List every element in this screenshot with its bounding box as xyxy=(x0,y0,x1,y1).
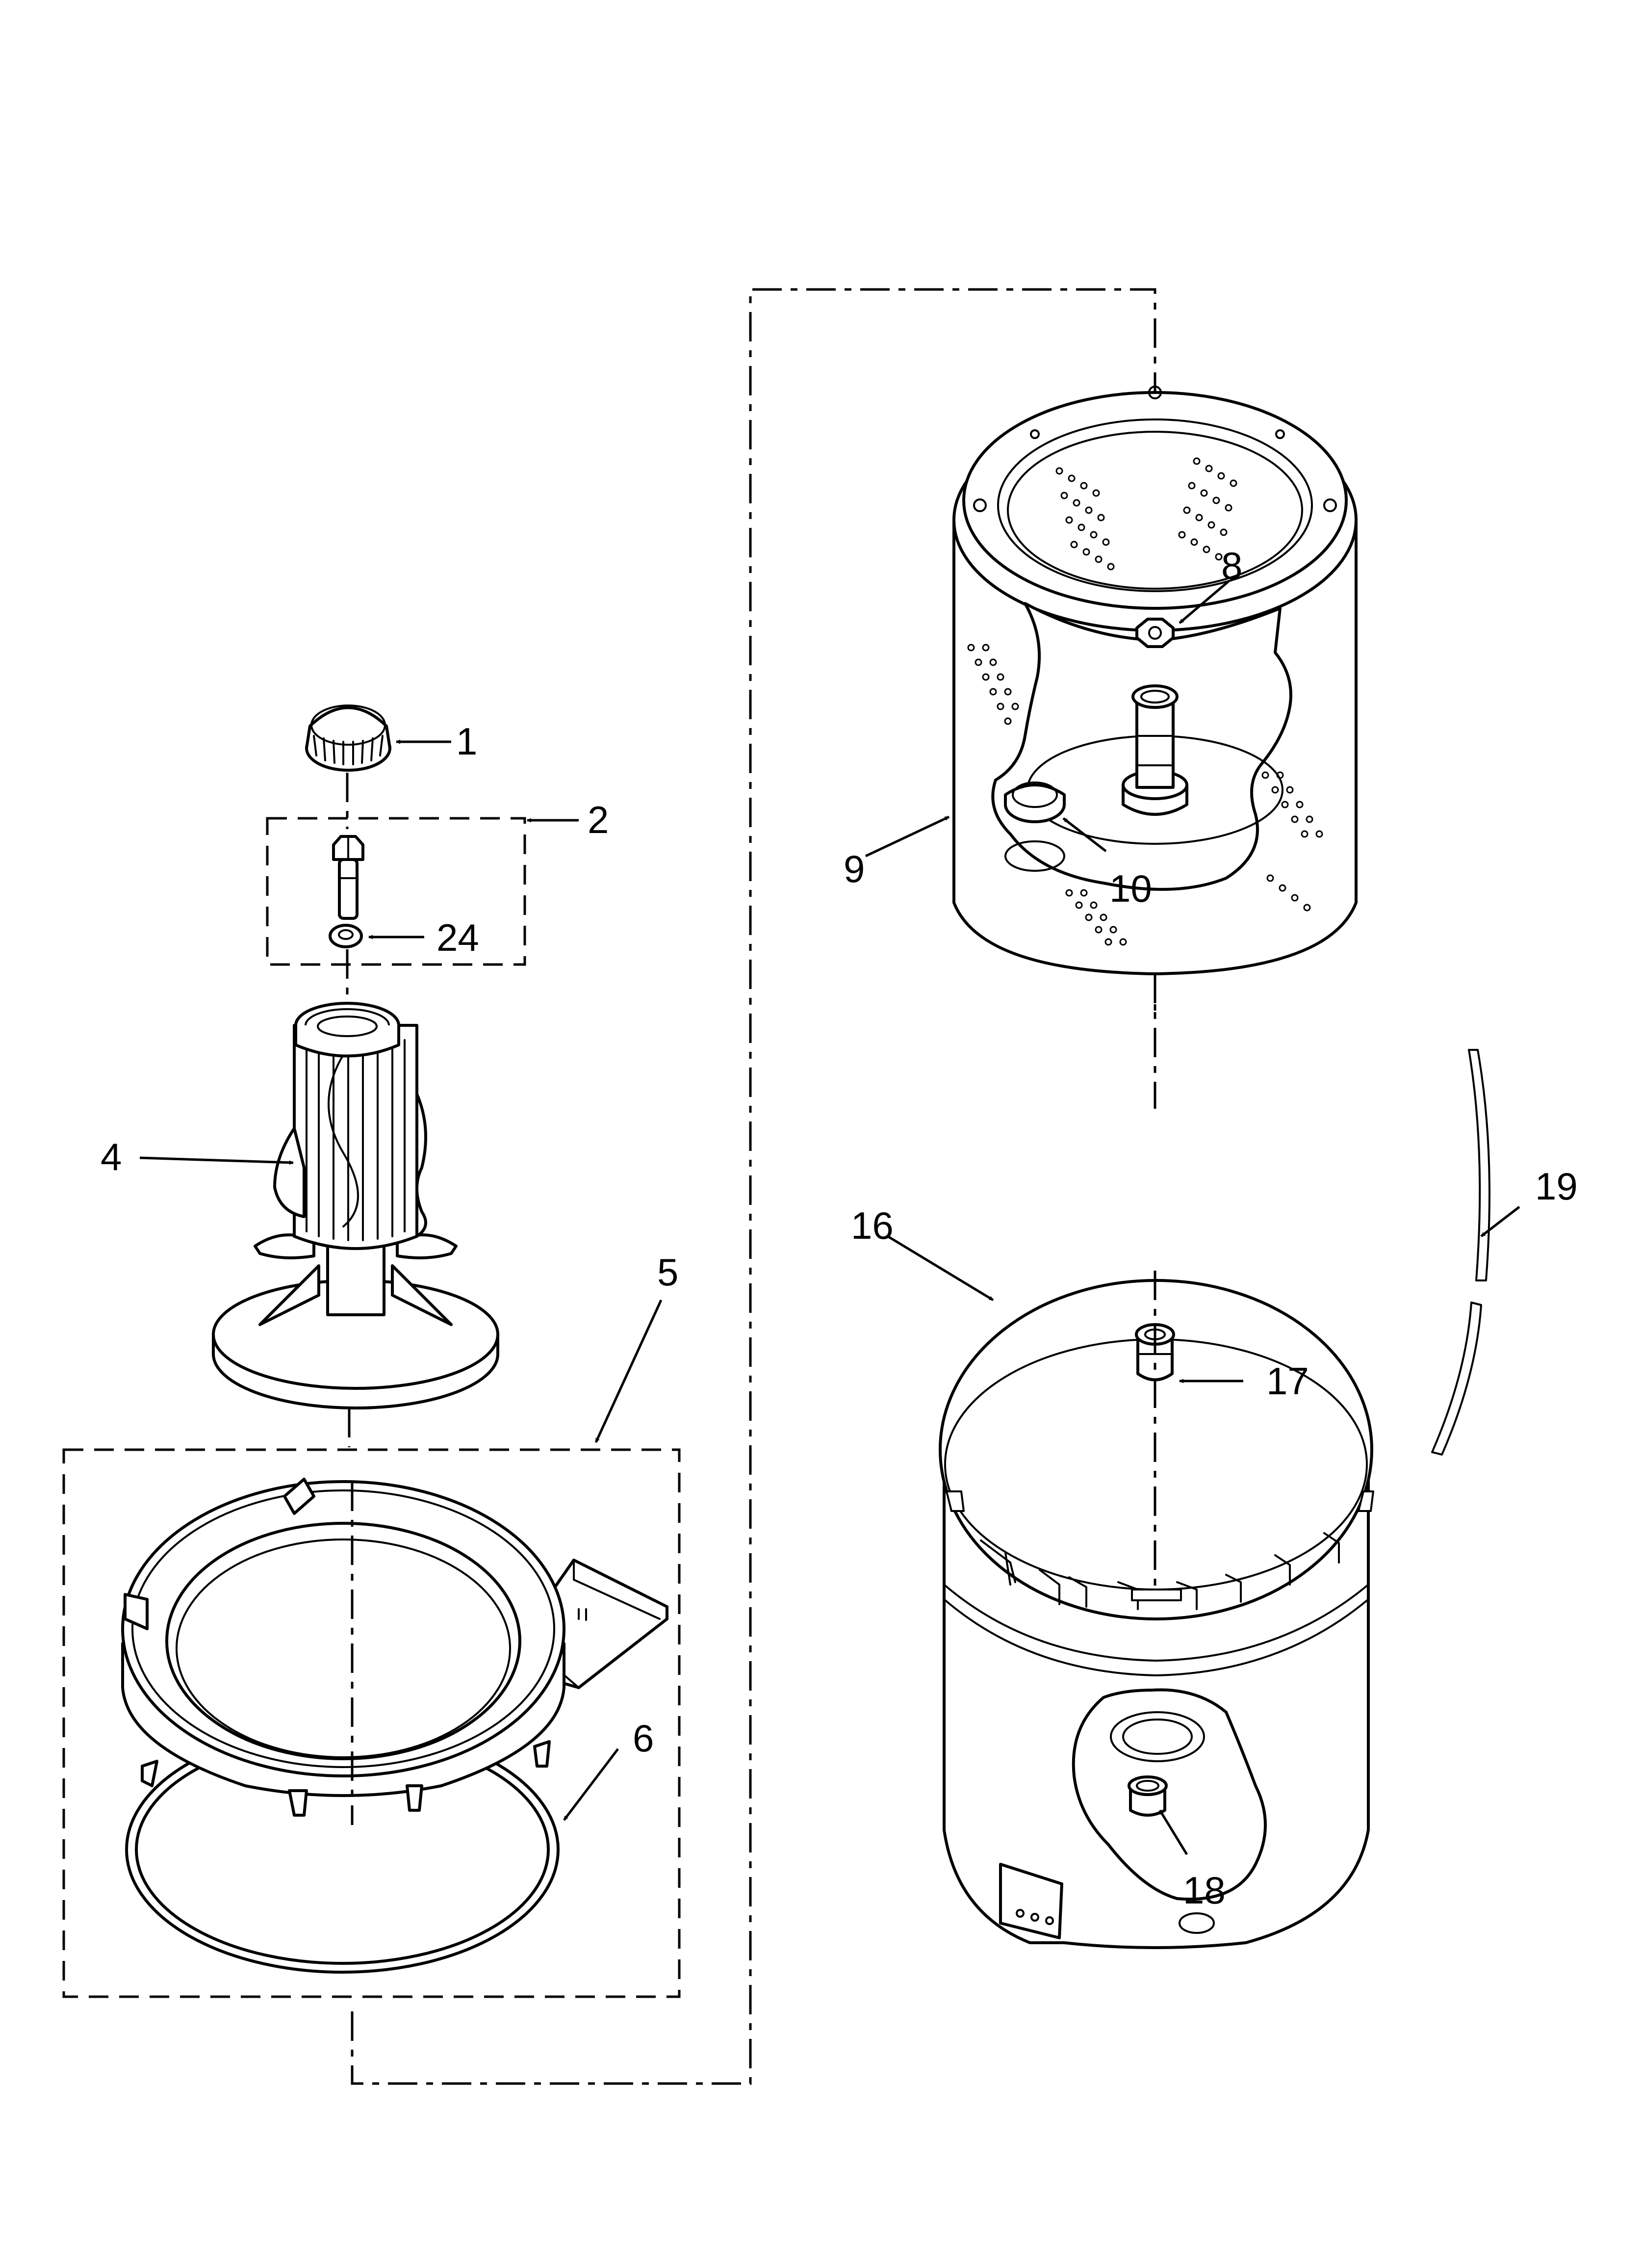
part-agitator xyxy=(212,1002,499,1409)
callout-8: 8 xyxy=(1221,544,1242,587)
part-basket xyxy=(952,386,1358,975)
part-hose xyxy=(1431,1049,1491,1456)
kit-box-5 xyxy=(62,1448,681,1998)
part-washer xyxy=(329,924,363,948)
callout-16: 16 xyxy=(851,1204,894,1247)
leader-lines xyxy=(139,580,1520,1855)
callout-6: 6 xyxy=(633,1717,654,1760)
callout-4: 4 xyxy=(101,1135,122,1178)
part-cap xyxy=(305,704,391,772)
callout-5: 5 xyxy=(657,1251,678,1294)
part-bolt xyxy=(332,835,364,920)
basket-perforations xyxy=(967,457,1323,946)
callout-17: 17 xyxy=(1266,1359,1309,1403)
callout-18: 18 xyxy=(1183,1869,1226,1912)
callout-1: 1 xyxy=(456,720,477,763)
assembly-path-line xyxy=(351,288,1156,2085)
kit-box-2 xyxy=(266,817,526,966)
callout-9: 9 xyxy=(844,847,865,890)
callout-numbers: 1 2 24 4 5 6 8 9 10 16 17 18 19 xyxy=(101,544,1578,1912)
callout-24: 24 xyxy=(436,916,479,959)
callout-2: 2 xyxy=(588,798,609,841)
callout-19: 19 xyxy=(1535,1165,1578,1208)
part-balance-ring xyxy=(121,1478,668,1817)
callout-10: 10 xyxy=(1109,867,1152,910)
